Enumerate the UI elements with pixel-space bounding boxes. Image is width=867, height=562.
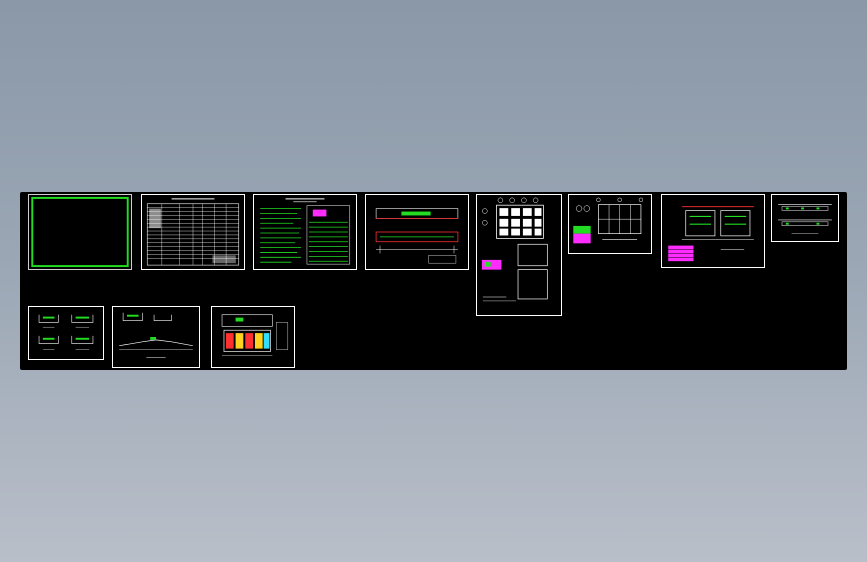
drawing-sheet-plan-grid[interactable] — [568, 194, 652, 254]
sheet-graphics — [146, 198, 240, 266]
drawing-sheet-sections[interactable] — [771, 194, 839, 242]
drawing-sheet-color-plan[interactable] — [211, 306, 295, 368]
sheet-graphics — [38, 314, 94, 350]
drawing-sheet-elevations[interactable] — [661, 194, 765, 268]
drawing-sheet-blank-frame[interactable] — [28, 194, 132, 270]
sheet-graphics — [778, 204, 832, 234]
sheet-graphics — [375, 208, 459, 264]
sheet-graphics — [31, 196, 129, 268]
sheet-graphics — [573, 197, 644, 244]
drawing-sheet-tall-plan[interactable] — [476, 194, 562, 316]
sheet-graphics — [668, 206, 754, 262]
sheet-graphics — [119, 312, 193, 358]
sheet-graphics — [221, 314, 289, 356]
drawing-sheet-profile[interactable] — [112, 306, 200, 368]
drawing-sheet-table-list[interactable] — [141, 194, 245, 270]
drawing-canvas[interactable] — [20, 192, 847, 370]
drawing-sheet-details[interactable] — [28, 306, 104, 360]
drawing-sheet-notes[interactable] — [253, 194, 357, 270]
sheet-graphics — [260, 198, 351, 265]
sheet-graphics — [481, 197, 548, 302]
drawing-sheet-long-section[interactable] — [365, 194, 469, 270]
